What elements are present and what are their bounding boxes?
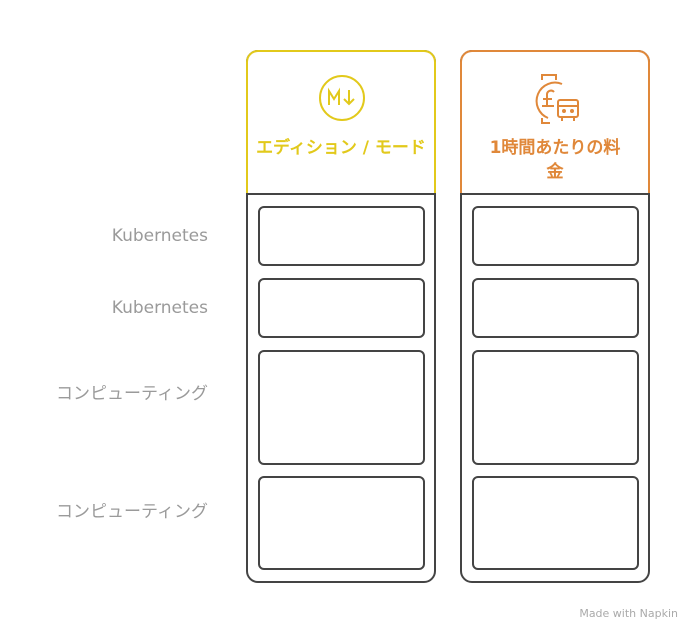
cell <box>472 278 639 338</box>
cell <box>472 350 639 465</box>
column-title: 1時間あたりの料金 <box>489 138 621 182</box>
cell <box>258 278 425 338</box>
column-edition: エディション / モード <box>246 50 436 583</box>
divider <box>460 193 650 195</box>
row-label: Kubernetes <box>111 298 208 318</box>
divider <box>246 193 436 195</box>
column-header: 1時間あたりの料金 <box>460 50 650 195</box>
napkin-watermark: Made with Napkin <box>579 607 678 620</box>
cell <box>472 206 639 266</box>
row-label: コンピューティング <box>56 384 208 404</box>
cell <box>258 206 425 266</box>
markdown-icon <box>319 75 365 121</box>
cell <box>258 476 425 570</box>
row-label: コンピューティング <box>56 502 208 522</box>
column-title: エディション / モード <box>256 138 426 158</box>
column-header: エディション / モード <box>246 50 436 195</box>
cell <box>472 476 639 570</box>
column-price: 1時間あたりの料金 <box>460 50 650 583</box>
row-label: Kubernetes <box>111 226 208 246</box>
price-watch-icon <box>535 74 579 124</box>
cell <box>258 350 425 465</box>
